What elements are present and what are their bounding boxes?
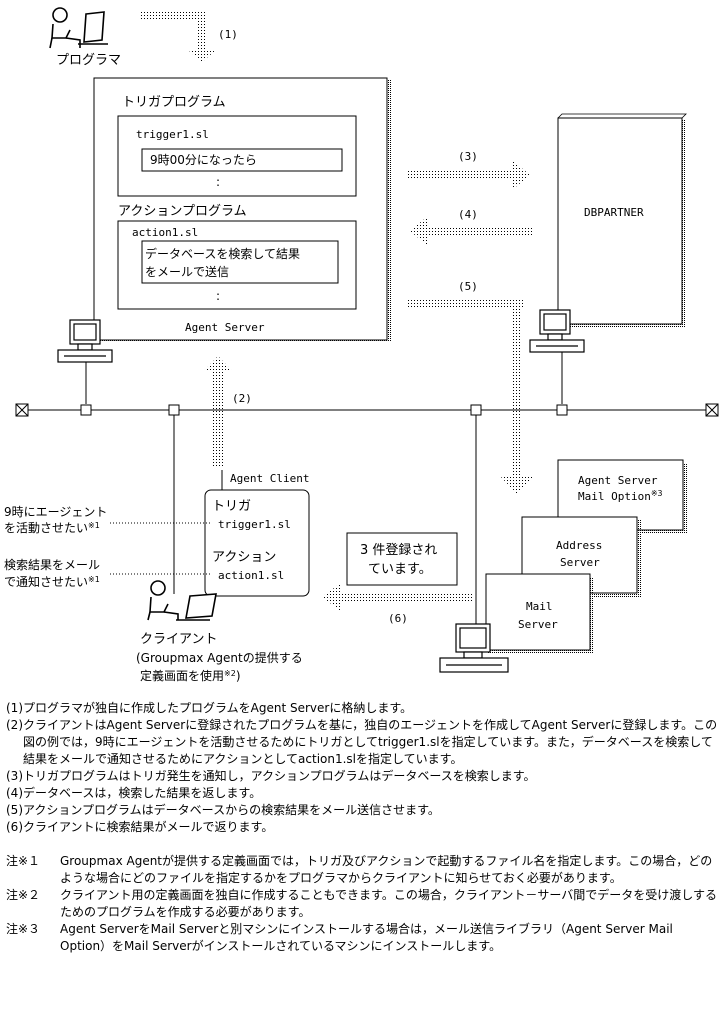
mail-message-line1: 3 件登録され [360,543,437,558]
mail-server-computer-icon [439,623,509,673]
explanation-item: (2)クライアントはAgent Serverに登録されたプログラムを基に，独自の… [6,718,718,766]
action-desc-box [141,240,339,284]
arrow-2 [203,356,233,466]
trigger-ellipsis: : [216,175,220,189]
arrow-1 [140,12,216,62]
step-6-label: (6) [388,612,408,625]
programmer-label: プログラマ [56,53,121,68]
mail-server-line2: Server [518,618,558,631]
explanation-item: (1)プログラマが独自に作成したプログラムをAgent Serverに格納します… [6,701,413,715]
client-desc-line2: 定義画面を使用※2) [140,668,241,683]
agent-server-mail-line1: Agent Server [578,474,658,487]
programmer-icon [49,7,108,49]
step-1-label: (1) [218,28,238,41]
callout-1-line1: 9時にエージェント [4,505,107,519]
client-label: クライアント [140,632,217,647]
trigger-condition-box [141,148,343,172]
callout-1-line2: を活動させたい※1 [4,521,100,535]
action-file-label: action1.sl [132,226,198,239]
action-desc-line2: をメールで送信 [145,264,229,279]
agent-server-mail-line2: Mail Option※3 [578,489,663,503]
client-trigger-file: trigger1.sl [218,518,291,531]
arrow-3 [408,160,530,190]
client-action-file: action1.sl [218,569,284,582]
trigger-file-label: trigger1.sl [136,128,209,141]
explanation-item: (5)アクションプログラムはデータベースからの検索結果をメール送信させます。 [6,803,440,817]
address-server-line1: Address [556,539,602,552]
action-ellipsis: : [216,289,220,303]
client-trigger-label: トリガ [212,499,251,514]
client-icon [147,580,217,621]
dbpartner-computer-icon [529,309,585,353]
step-2-label: (2) [232,392,252,405]
dbpartner-label: DBPARTNER [584,206,644,219]
step-4-label: (4) [458,208,478,221]
agent-server-label: Agent Server [185,321,265,334]
client-desc-line1: (Groupmax Agentの提供する [136,650,303,665]
mail-server-line1: Mail [526,600,553,613]
explanation-item: (3)トリガプログラムはトリガ発生を通知し，アクションプログラムはデータベースを… [6,769,536,783]
callout-2-line1: 検索結果をメール [4,558,100,572]
explanation-item: (4)データベースは，検索した結果を返します。 [6,786,262,800]
step-3-label: (3) [458,150,478,163]
agent-client-label: Agent Client [230,472,309,485]
trigger-program-title: トリガプログラム [122,95,226,110]
network-line [15,352,719,624]
action-program-title: アクションプログラム [118,204,247,219]
action-desc-line1: データベースを検索して結果 [145,246,300,261]
explanation-notes: (1)プログラマが独自に作成したプログラムをAgent Serverに格納します… [6,700,718,955]
address-server-line2: Server [560,556,600,569]
arrow-6 [322,582,474,612]
architecture-diagram: プログラマ (1) トリガプログラム trigger1.sl 9時00分になった… [4,7,719,683]
arrow-5 [408,298,534,494]
step-5-label: (5) [458,280,478,293]
callout-2-line2: で通知させたい※1 [4,575,100,589]
client-action-label: アクション [212,550,276,565]
mail-message-box [346,532,458,586]
trigger-condition-text: 9時00分になったら [150,153,257,167]
mail-server-box [485,573,594,654]
explanation-item: (6)クライアントに検索結果がメールで返ります。 [6,820,274,834]
agent-client-window [204,489,310,597]
mail-message-line2: ています。 [368,562,432,577]
agent-server-computer-icon [57,319,113,363]
dbpartner-box [557,113,687,328]
arrow-4 [410,216,532,246]
